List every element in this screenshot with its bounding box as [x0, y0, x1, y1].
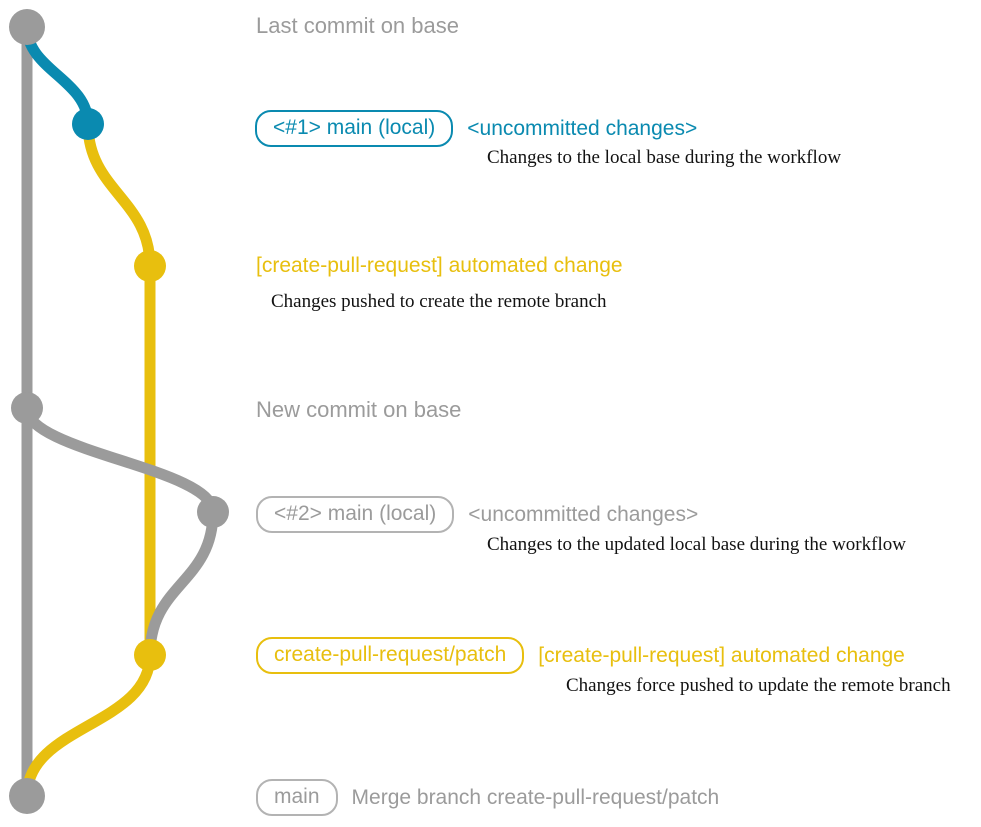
commit-subject-patch-2: [create-pull-request] automated change [538, 644, 905, 667]
ref-pill-main-local-1[interactable]: <#1> main (local) [255, 110, 454, 147]
commit-node-merge[interactable] [9, 778, 45, 814]
edge-local1-to-patch1 [82, 118, 156, 272]
commit-subject-local-2: <uncommitted changes> [468, 503, 699, 526]
heading-last-commit-on-base: Last commit on base [256, 13, 459, 38]
commit-subject-local-1: <uncommitted changes> [467, 117, 698, 140]
commit-node-patch-2[interactable] [134, 639, 166, 671]
commit-subject-merge: Merge branch create-pull-request/patch [351, 786, 720, 809]
commit-node-local-2[interactable] [197, 496, 229, 528]
commit-node-local-1[interactable] [72, 108, 104, 140]
commit-note-local-1: Changes to the local base during the wor… [487, 147, 842, 168]
commit-note-patch-2: Changes force pushed to update the remot… [566, 675, 951, 696]
edge-local2-to-patch2 [144, 506, 219, 661]
ref-pill-main-local-2[interactable]: <#2> main (local) [256, 496, 455, 533]
edge-patch2-to-merge [21, 649, 156, 802]
graph-nodes [9, 9, 229, 814]
edge-basenew-to-local2 [21, 402, 219, 518]
commit-note-patch-1: Changes pushed to create the remote bran… [271, 291, 607, 312]
ref-pill-create-pull-request-patch[interactable]: create-pull-request/patch [256, 637, 525, 674]
row-patch-2: create-pull-request/patch [create-pull-r… [256, 637, 905, 674]
row-merge: main Merge branch create-pull-request/pa… [256, 779, 719, 816]
row-local-1: <#1> main (local) <uncommitted changes> [255, 110, 697, 147]
ref-pill-main[interactable]: main [256, 779, 338, 816]
row-patch-1: [create-pull-request] automated change [256, 255, 623, 276]
commit-node-base-new[interactable] [11, 392, 43, 424]
row-local-2: <#2> main (local) <uncommitted changes> [256, 496, 698, 533]
commit-note-local-2: Changes to the updated local base during… [487, 534, 906, 555]
commit-subject-patch-1: [create-pull-request] automated change [256, 254, 623, 277]
commit-node-patch-1[interactable] [134, 250, 166, 282]
heading-new-commit-on-base: New commit on base [256, 397, 462, 422]
commit-node-base-head[interactable] [9, 9, 45, 45]
